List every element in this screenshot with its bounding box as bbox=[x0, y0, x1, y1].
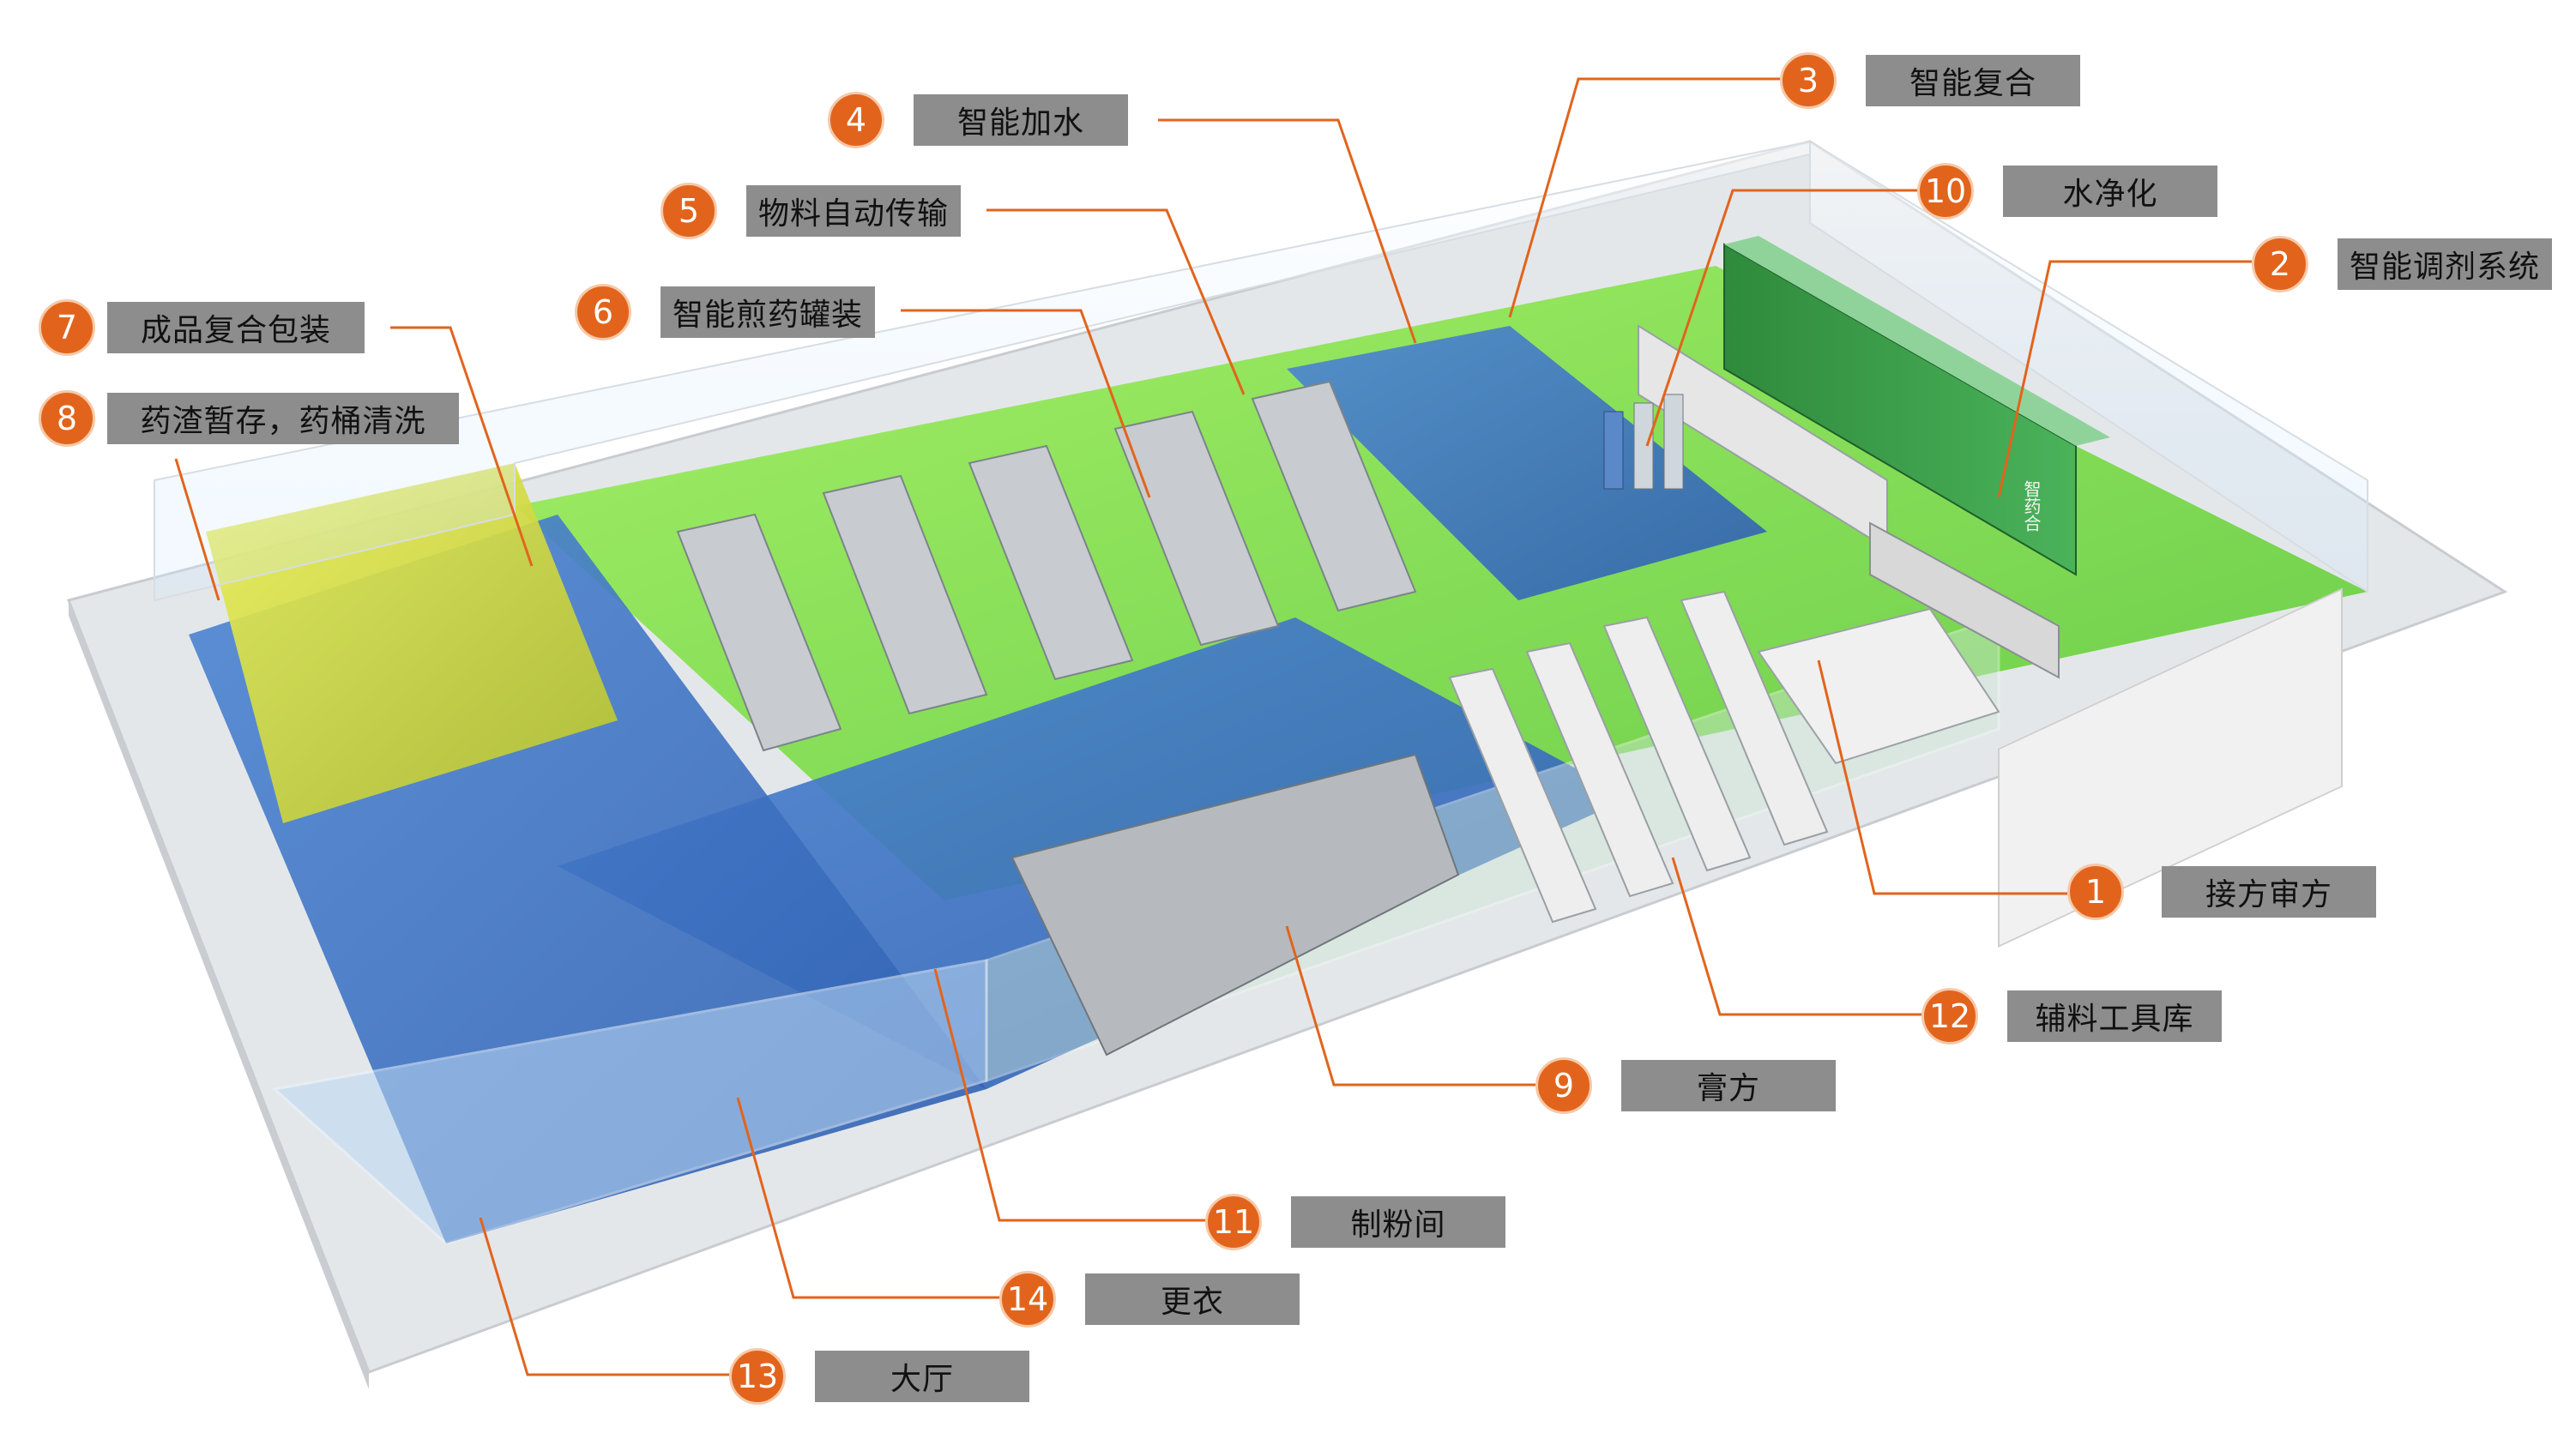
callout-label: 智能调剂系统 bbox=[2338, 238, 2552, 290]
machine-row bbox=[822, 474, 988, 715]
cabinet-top bbox=[1724, 236, 2110, 446]
leader-lines bbox=[174, 77, 2252, 1376]
callout-number: 8 bbox=[39, 390, 95, 447]
machine-row bbox=[1251, 380, 1417, 612]
callout-number: 2 bbox=[2252, 236, 2308, 292]
callout-label: 水净化 bbox=[2003, 166, 2217, 217]
callout-label: 制粉间 bbox=[1291, 1196, 1505, 1248]
leader-line-11 bbox=[933, 968, 1205, 1222]
callout-number: 1 bbox=[2067, 864, 2124, 920]
office-desks bbox=[1757, 607, 2000, 765]
leader-line-6 bbox=[901, 309, 1151, 498]
leader-line-2 bbox=[1997, 260, 2252, 498]
leader-line-4 bbox=[1158, 118, 1417, 344]
front-wall-left bbox=[271, 959, 988, 1245]
rack-bank bbox=[1869, 521, 2060, 679]
callout-label: 成品复合包装 bbox=[107, 302, 365, 353]
callout-number: 5 bbox=[661, 183, 717, 239]
storage-shelves bbox=[1448, 590, 1829, 924]
leader-line-7 bbox=[390, 326, 534, 567]
cabinet-bank bbox=[1723, 243, 2077, 576]
machine-row bbox=[1113, 410, 1280, 647]
leader-line-12 bbox=[1671, 857, 1921, 1016]
callout-number: 14 bbox=[999, 1271, 1056, 1328]
right-wall bbox=[1809, 140, 2368, 593]
callout-number: 10 bbox=[1917, 163, 1974, 220]
tank bbox=[1663, 394, 1684, 490]
callout-number: 9 bbox=[1535, 1057, 1592, 1114]
base-slab-edge bbox=[69, 600, 369, 1389]
leader-line-3 bbox=[1508, 77, 1780, 318]
decoction-machine-rows bbox=[676, 380, 1417, 752]
tank bbox=[1603, 411, 1624, 490]
leader-line-13 bbox=[479, 1217, 729, 1376]
callout-label: 辅料工具库 bbox=[2007, 990, 2222, 1042]
machine-row bbox=[676, 513, 842, 752]
leader-line-1 bbox=[1817, 659, 2067, 895]
callout-number: 3 bbox=[1780, 52, 1837, 109]
callout-number: 7 bbox=[39, 299, 95, 356]
machine-row bbox=[968, 444, 1134, 681]
shelf bbox=[1525, 641, 1674, 898]
shelf bbox=[1680, 590, 1829, 846]
callout-label: 智能复合 bbox=[1866, 55, 2080, 106]
callout-label: 更衣 bbox=[1085, 1273, 1300, 1325]
dispensing-cabinets bbox=[1638, 236, 2110, 679]
callout-label: 接方审方 bbox=[2162, 866, 2376, 918]
shelf bbox=[1602, 616, 1752, 872]
leader-line-10 bbox=[1645, 189, 1917, 447]
leader-line-14 bbox=[736, 1097, 999, 1299]
leader-line-5 bbox=[986, 208, 1246, 395]
cabinet-label: 智药合 bbox=[2021, 480, 2042, 532]
water-purification-tanks bbox=[1603, 394, 1684, 490]
callout-label: 药渣暂存，药桶清洗 bbox=[107, 393, 459, 444]
shelf bbox=[1448, 667, 1597, 924]
leader-line-8 bbox=[174, 458, 220, 601]
callout-label: 智能加水 bbox=[914, 94, 1128, 146]
callout-label: 智能煎药罐装 bbox=[661, 286, 875, 338]
callout-label: 膏方 bbox=[1621, 1060, 1836, 1111]
blue-zone-floor-upper bbox=[1287, 326, 1767, 600]
tank bbox=[1633, 402, 1654, 490]
callout-number: 6 bbox=[575, 284, 631, 340]
callout-number: 11 bbox=[1205, 1194, 1262, 1250]
callout-number: 13 bbox=[729, 1348, 786, 1405]
paste-counter bbox=[1010, 753, 1460, 1057]
callout-number: 12 bbox=[1921, 988, 1978, 1045]
callout-label: 大厅 bbox=[815, 1351, 1029, 1402]
callout-number: 4 bbox=[828, 92, 884, 148]
leader-line-9 bbox=[1285, 925, 1535, 1087]
callout-label: 物料自动传输 bbox=[746, 185, 961, 237]
